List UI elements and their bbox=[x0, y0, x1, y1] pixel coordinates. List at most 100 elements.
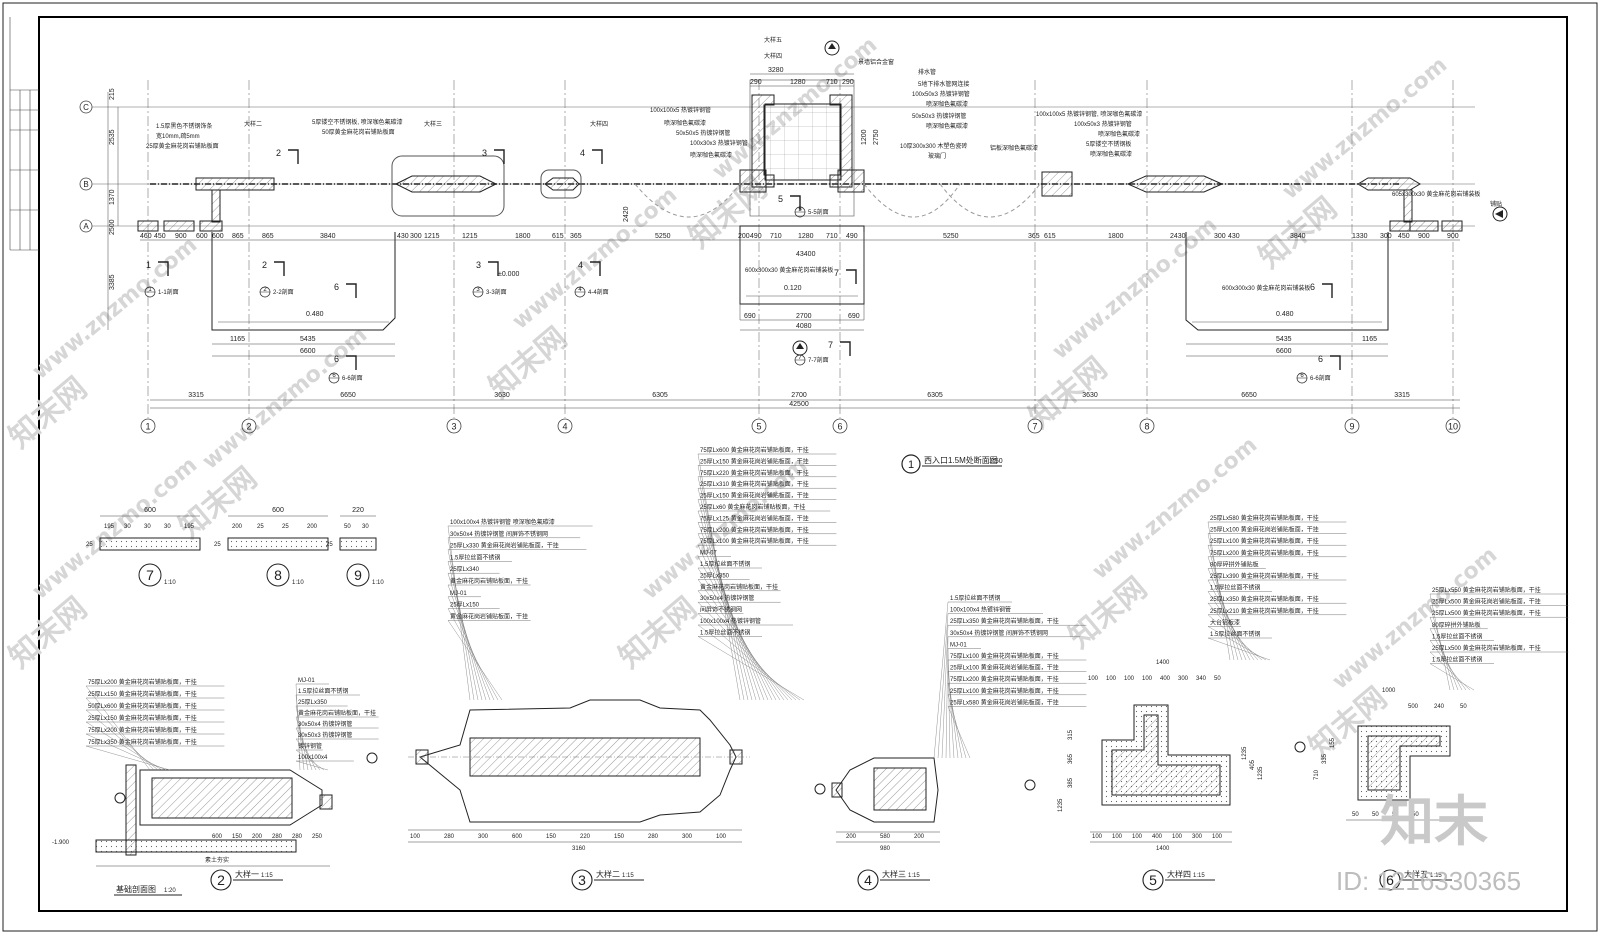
detail-note: 75厚Lx200 黄金麻花岗岩铺贴板面，干挂 bbox=[88, 678, 197, 686]
right-end-note: 605x300x30 黄金麻花岗岩铺装板 bbox=[1392, 190, 1480, 198]
detail-scale: 1:15 bbox=[1193, 873, 1205, 879]
pavilion-side-dim: 2750 bbox=[873, 129, 880, 145]
row-a-dim: 900 bbox=[1447, 233, 1459, 240]
tile-subdim: 25 bbox=[257, 524, 264, 530]
detail-note: 75厚Lx100 黄金麻花岗岩铺贴板面，干挂 bbox=[950, 652, 1059, 660]
tile-thickness: 25 bbox=[86, 542, 93, 548]
row-a-dim: 900 bbox=[175, 233, 187, 240]
row-a-dim: 3840 bbox=[320, 233, 336, 240]
detail-note: 25厚Lx350 黄金麻花岗岩铺贴板面，干挂 bbox=[1210, 595, 1319, 603]
detail-note: 100x100x4 热镀锌钢管 bbox=[950, 606, 1011, 614]
detail-scale: 1:15 bbox=[622, 873, 634, 879]
grid-axis-label: 2 bbox=[246, 422, 251, 432]
pavilion-note: 100x50x3 热镀锌钢管 bbox=[912, 90, 970, 98]
svg-text:5: 5 bbox=[778, 194, 783, 204]
detail-note: 25厚Lx580 黄金麻花岗岩铺贴板面，干挂 bbox=[1210, 514, 1319, 522]
cut-mark: 6 bbox=[334, 282, 357, 298]
row-a-dim: 300 bbox=[1214, 233, 1226, 240]
watermark-brand: 知末网 bbox=[612, 591, 703, 676]
detail-scale: 1:15 bbox=[261, 873, 273, 879]
detail-dim: 1000 bbox=[1382, 688, 1396, 694]
grid-axis-label: 10 bbox=[1448, 422, 1458, 432]
tile-subdim: 195 bbox=[184, 524, 195, 530]
center-pool-dim-b: 2700 bbox=[796, 313, 812, 320]
tile-number: 7 bbox=[146, 567, 154, 583]
detail-note: 1.5厚拉丝面不锈钢 bbox=[298, 687, 348, 695]
right-pool-dim-b: 6600 bbox=[1276, 348, 1292, 355]
svg-text:3: 3 bbox=[476, 287, 480, 293]
mid-note-2: 50厚黄金麻花岗岩铺贴板面 bbox=[322, 128, 395, 136]
detail-side-dim: 1235 bbox=[1258, 766, 1264, 780]
pavilion-note: 玻璃门 bbox=[928, 152, 946, 160]
svg-text:6: 6 bbox=[1300, 373, 1304, 379]
pavilion-dim-a: 290 bbox=[750, 79, 762, 86]
detail-side-dim: 365 bbox=[1068, 753, 1074, 764]
center-pool-dim-c: 690 bbox=[848, 313, 860, 320]
detail-note: 25厚Lx100 黄金麻花岗岩铺贴板面，干挂 bbox=[1210, 526, 1319, 534]
detail-dim: 200 bbox=[252, 834, 263, 840]
grid-axis-label: 9 bbox=[1349, 422, 1354, 432]
cut-mark: 2 bbox=[276, 148, 299, 164]
detail-dim: 100 bbox=[1212, 834, 1223, 840]
detail-note: 25厚Lx550 黄金麻花岗岩铺贴板面，干挂 bbox=[1432, 586, 1541, 594]
detail-number: 6 bbox=[1386, 872, 1394, 888]
tile-number: 9 bbox=[354, 567, 362, 583]
detail-dim: 300 bbox=[1192, 834, 1203, 840]
detail-note: 间屏饰不锈钢网 bbox=[700, 606, 742, 614]
detail-total: 3160 bbox=[572, 846, 586, 852]
tile-width: 600 bbox=[144, 507, 156, 514]
detail-dim: 100 bbox=[1172, 834, 1183, 840]
detail-dim: 500 bbox=[1408, 704, 1419, 710]
detail-dim: 100 bbox=[716, 834, 727, 840]
detail-side-dim: 385 bbox=[1068, 777, 1074, 788]
elev-right-pool: 0.480 bbox=[1276, 311, 1294, 318]
detail-side-dim: 405 bbox=[1250, 759, 1256, 770]
row-a-dim: 365 bbox=[1028, 233, 1040, 240]
left-note-3: 25厚黄金麻花岗岩铺贴板面 bbox=[146, 142, 219, 150]
tile-scale: 1:10 bbox=[292, 580, 304, 586]
row-a-dim: 865 bbox=[232, 233, 244, 240]
detail-note: 25厚Lx330 黄金麻花岗岩铺贴板面，干挂 bbox=[450, 542, 559, 550]
row-a-dim: 490 bbox=[846, 233, 858, 240]
left-note-2: 宽10mm,疏5mm bbox=[156, 132, 200, 140]
detail-dim: 50 bbox=[1352, 812, 1359, 818]
watermark-site: www.znzmo.com bbox=[28, 453, 202, 605]
detail-dim: 280 bbox=[272, 834, 283, 840]
detail-5: 25厚Lx580 黄金麻花岗岩铺贴板面，干挂 25厚Lx100 黄金麻花岗岩铺贴板… bbox=[1024, 514, 1347, 852]
left-dim: 3385 bbox=[109, 274, 116, 290]
detail-note: 25厚Lx150 黄金麻花岗岩铺贴板面，干挂 bbox=[700, 492, 809, 500]
grid-axis-8: 8 bbox=[1139, 418, 1155, 434]
tile-subdim: 30 bbox=[144, 524, 151, 530]
tile-subdim: 30 bbox=[362, 524, 369, 530]
detail-note: 25厚Lx150 黄金麻花岗岩铺贴板面，干挂 bbox=[88, 714, 197, 722]
right-note: 喷深咖色氟碳漆 bbox=[1090, 150, 1132, 158]
pavilion-note: 50x50x3 热镀锌钢管 bbox=[912, 112, 966, 120]
detail-dim: 50 bbox=[1460, 704, 1467, 710]
tile-subdim: 195 bbox=[104, 524, 115, 530]
svg-text:7: 7 bbox=[834, 268, 839, 278]
grid-row-label: C bbox=[83, 103, 89, 112]
detail-note: 25厚Lx390 黄金麻花岗岩铺贴板面，干挂 bbox=[1210, 572, 1319, 580]
detail-note: 1.5厚拉丝面不锈钢 bbox=[700, 560, 750, 568]
svg-text:2: 2 bbox=[262, 260, 267, 270]
detail-number: 2 bbox=[217, 872, 225, 888]
svg-text:6: 6 bbox=[1318, 354, 1323, 364]
tile-subdim: 25 bbox=[282, 524, 289, 530]
detail-dim: 250 bbox=[312, 834, 323, 840]
left-pool-dim-a: 1165 bbox=[230, 336, 245, 343]
detail-note: 黄金麻花岗岩铺贴板面，干挂 bbox=[700, 583, 778, 591]
detail-note: 30x50x4 热镀锌钢管 间屏饰不锈钢网 bbox=[950, 629, 1048, 637]
watermark-brand: 知末网 bbox=[1062, 571, 1153, 656]
tile-scale: 1:10 bbox=[372, 580, 384, 586]
pavilion-note: 5地下排水管网连接 bbox=[918, 80, 969, 88]
detail-dim: 100 bbox=[1112, 834, 1123, 840]
pavilion-dim-b: 1280 bbox=[790, 79, 806, 86]
tile-subdim: 50 bbox=[344, 524, 351, 530]
detail-dim: 100 bbox=[1142, 676, 1153, 682]
right-note: 铝板深咖色氟碳漆 bbox=[990, 144, 1038, 152]
